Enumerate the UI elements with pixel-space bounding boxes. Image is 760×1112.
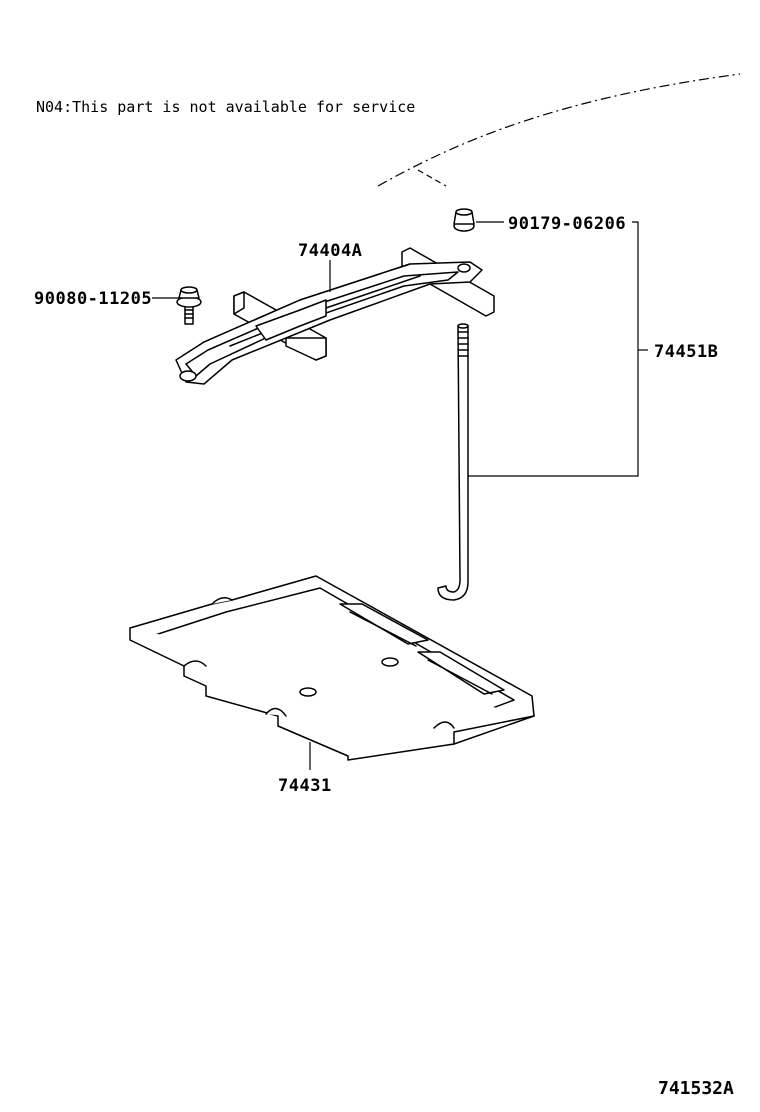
leader-assembly-bracket	[468, 221, 639, 477]
nut-90179-06206[interactable]	[453, 208, 475, 232]
diagram-id: 741532A	[658, 1078, 734, 1099]
battery-hold-rod[interactable]	[437, 323, 469, 601]
label-assembly-74451b: 74451B	[654, 342, 718, 362]
label-clamp-74404a: 74404A	[298, 241, 362, 261]
bolt-90080-11205[interactable]	[176, 286, 202, 325]
label-bolt-90080-11205: 90080-11205	[34, 289, 152, 309]
label-tray-74431: 74431	[278, 776, 332, 796]
body-outline-dashed	[377, 73, 741, 187]
body-outline-dashed-tail	[417, 169, 447, 187]
battery-tray-74431[interactable]	[129, 575, 535, 761]
label-nut-90179-06206: 90179-06206	[508, 214, 626, 234]
service-note: N04:This part is not available for servi…	[36, 98, 415, 116]
battery-clamp-74404a[interactable]	[175, 247, 495, 385]
